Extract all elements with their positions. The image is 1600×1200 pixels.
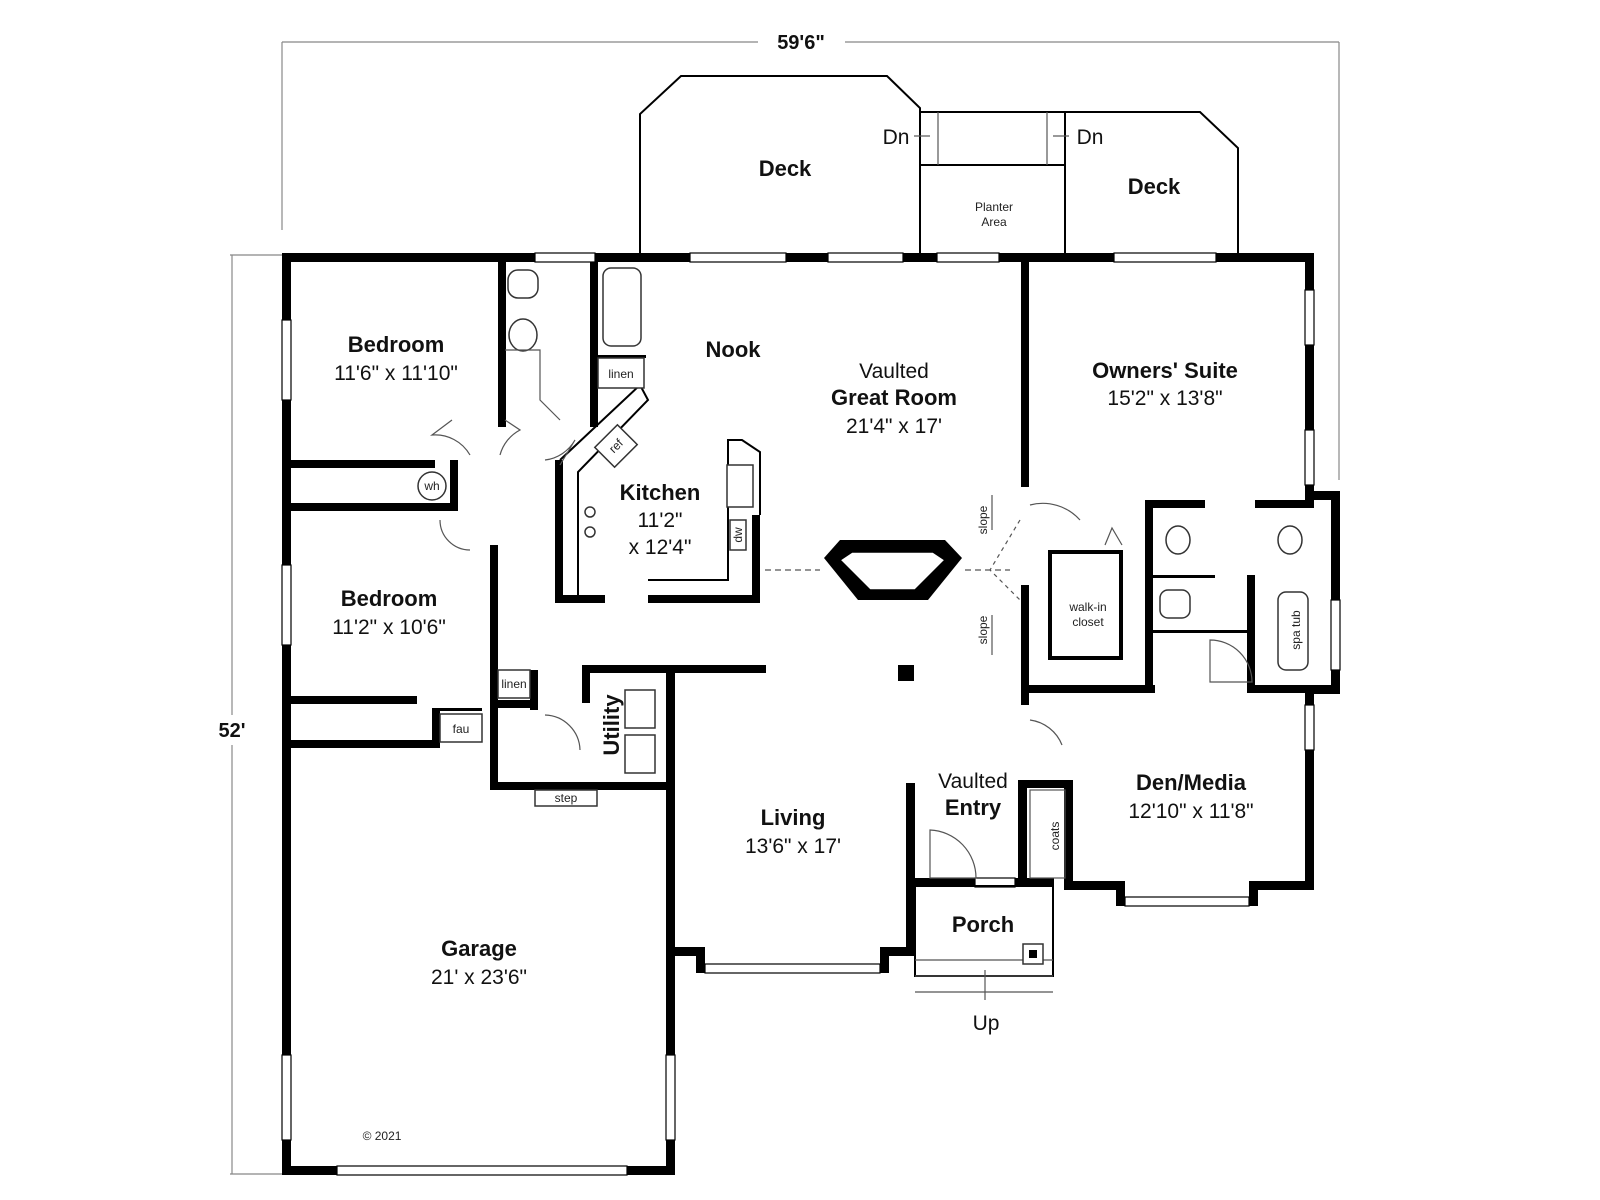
porch-name: Porch [952,912,1014,937]
bedroom2-size: 11'2" x 10'6" [332,616,446,639]
wh-label: wh [423,479,439,493]
up-label: Up [973,1012,1000,1035]
bedroom2-name: Bedroom [341,586,438,611]
bedroom1-size: 11'6" x 11'10" [334,362,458,385]
garage-size: 21' x 23'6" [431,966,527,989]
step-label: step [555,791,578,805]
fau-label: fau [453,722,470,736]
kitchen-size-1: 11'2" [638,509,683,532]
nook-name: Nook [706,337,762,362]
planter-label-1: Planter [975,200,1013,214]
dn-left-label: Dn [883,126,910,149]
annotations: linen linen ref dw wh fau step coats spa… [363,367,1303,1143]
great-room-name: Great Room [831,385,957,410]
deck-left-label: Deck [759,156,812,181]
bedroom1-name: Bedroom [348,332,445,357]
windows [281,252,1341,1176]
fixtures [417,267,1309,1000]
dw-label: dw [731,527,745,543]
dimension-lines: 59'6" 52' [218,32,1340,1175]
kitchen-size-2: x 12'4" [629,536,692,559]
linen-top-label: linen [608,367,633,381]
great-room-prefix: Vaulted [859,360,929,383]
width-dimension: 59'6" [777,32,825,54]
living-name: Living [761,805,826,830]
owners-suite-name: Owners' Suite [1092,358,1238,383]
den-name: Den/Media [1136,770,1247,795]
slope-bottom-label: slope [976,615,990,644]
room-labels: Bedroom 11'6" x 11'10" Bedroom 11'2" x 1… [332,332,1253,989]
living-size: 13'6" x 17' [745,835,841,858]
utility-name: Utility [599,694,624,756]
interior-walls [282,262,1314,790]
walkin-closet-1: walk-in [1068,600,1106,614]
walkin-closet-2: closet [1072,615,1104,629]
kitchen-name: Kitchen [620,480,701,505]
deck-area: Deck Deck Dn Dn Planter Area [639,75,1239,253]
planter-label-2: Area [981,215,1007,229]
deck-right-label: Deck [1128,174,1181,199]
linen-mid-label: linen [501,677,526,691]
spa-tub-label: spa tub [1289,610,1303,650]
den-size: 12'10" x 11'8" [1128,800,1253,823]
coats-label: coats [1048,822,1062,851]
great-room-size: 21'4" x 17' [846,415,942,438]
entry-name: Entry [945,795,1002,820]
entry-prefix: Vaulted [938,770,1008,793]
slope-top-label: slope [976,505,990,534]
garage-name: Garage [441,936,517,961]
depth-dimension: 52' [218,720,245,742]
owners-suite-size: 15'2" x 13'8" [1107,387,1222,410]
copyright-label: © 2021 [363,1129,402,1143]
dn-right-label: Dn [1077,126,1104,149]
